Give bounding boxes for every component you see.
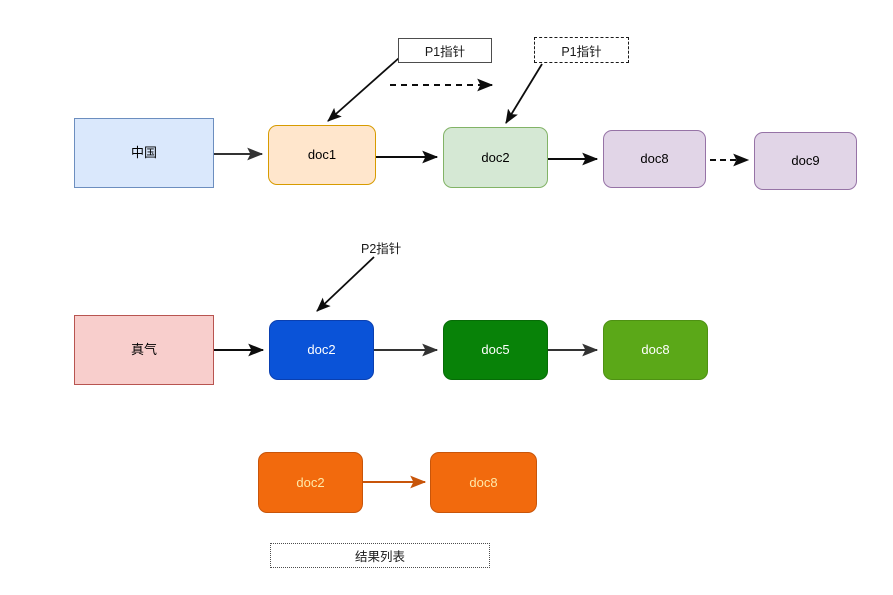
node-row3-doc2[interactable]: doc2 [258, 452, 363, 513]
edge-p1dashed-doc2 [505, 63, 543, 124]
node-term-zhongguo[interactable]: 中国 [74, 118, 214, 188]
edge-p1solid-doc1 [327, 57, 400, 122]
node-row2-doc5[interactable]: doc5 [443, 320, 548, 380]
node-row1-doc8[interactable]: doc8 [603, 130, 706, 188]
node-row1-doc9[interactable]: doc9 [754, 132, 857, 190]
annotation-result-list-caption[interactable]: 结果列表 [270, 543, 490, 568]
annotation-p1-pointer-solid[interactable]: P1指针 [398, 38, 492, 63]
node-label: 真气 [130, 342, 157, 358]
node-label: doc1 [307, 147, 337, 163]
node-row1-doc1[interactable]: doc1 [268, 125, 376, 185]
edge-p2-doc2 [316, 256, 375, 312]
node-label: doc9 [791, 153, 820, 169]
annotation-p1-pointer-dashed[interactable]: P1指针 [534, 37, 629, 63]
node-row2-doc2[interactable]: doc2 [269, 320, 374, 380]
node-term-zhenqi[interactable]: 真气 [74, 315, 214, 385]
annotation-label: P1指针 [424, 45, 466, 59]
node-row3-doc8[interactable]: doc8 [430, 452, 537, 513]
node-row2-doc8[interactable]: doc8 [603, 320, 708, 380]
annotation-p2-pointer[interactable]: P2指针 [361, 238, 401, 257]
node-label: doc2 [296, 474, 325, 490]
node-label: doc8 [641, 342, 670, 358]
node-label: doc5 [481, 342, 510, 358]
annotation-label: 结果列表 [354, 550, 405, 564]
node-row1-doc2[interactable]: doc2 [443, 127, 548, 188]
annotation-label: P2指针 [361, 242, 402, 256]
node-label: doc8 [469, 474, 498, 490]
node-label: 中国 [130, 145, 157, 161]
node-label: doc8 [640, 151, 669, 167]
annotation-label: P1指针 [561, 44, 602, 59]
node-label: doc2 [307, 342, 336, 358]
node-label: doc2 [481, 149, 510, 165]
